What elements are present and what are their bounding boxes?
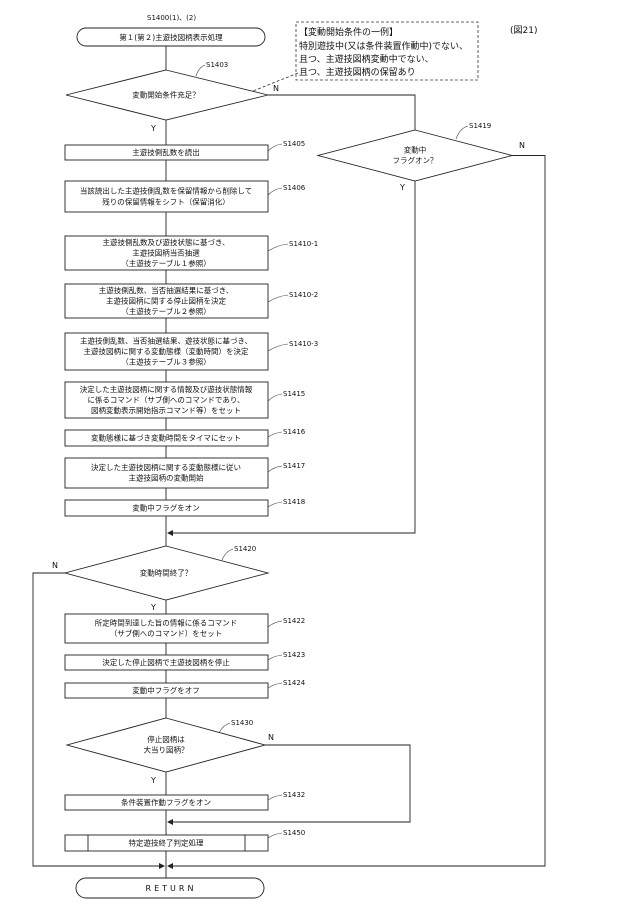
step-id-leader [268, 833, 282, 838]
process-s1415-label: 決定した主遊技図柄に関する情報及び遊技状態情報 [80, 384, 253, 394]
step-id-leader [268, 432, 282, 437]
process-s1417-label: 主遊技図柄の変動開始 [129, 473, 204, 483]
step-id-s1415: S1415 [283, 390, 305, 398]
step-id-s1430: S1430 [231, 719, 253, 727]
step-id-s1432: S1432 [283, 791, 305, 799]
process-s1417-label: 決定した主遊技図柄に関する変動態様に従い [91, 462, 241, 472]
process-s1432-label: 条件装置作動フラグをオン [121, 797, 211, 807]
decision-s1430-label: 大当り図柄？ [144, 745, 189, 755]
step-id-s1410-3: S1410-3 [289, 340, 318, 348]
step-id-s1403: S1403 [206, 61, 228, 69]
connector-s1403-no [268, 95, 415, 130]
step-id-s1406: S1406 [283, 184, 306, 192]
step-id-s1410-1: S1410-1 [289, 240, 318, 248]
step-id-s1424: S1424 [283, 679, 306, 687]
branch-yes-s1403: Y [150, 124, 156, 133]
condition-note-line: 且つ、主遊技図柄変動中でない、 [299, 53, 434, 65]
step-id-leader [219, 723, 230, 733]
branch-no-s1420: N [52, 561, 58, 570]
process-s1410-2-label: 主遊技図柄に関する停止図柄を決定 [106, 296, 226, 306]
branch-yes-s1420: Y [150, 603, 156, 612]
step-id-s1405: S1405 [283, 140, 305, 148]
process-s1416-label: 変動態様に基づき変動時間をタイマにセット [91, 433, 241, 443]
figure-number: (図21) [510, 25, 537, 36]
condition-note-title: 【変動開始条件の一例】 [299, 26, 398, 38]
step-id-s1418: S1418 [283, 498, 305, 506]
condition-note-line: 特別遊技中(又は条件装置作動中)でない、 [299, 40, 468, 52]
decision-s1420-label: 変動時間終了？ [140, 568, 193, 578]
process-s1415-label: に係るコマンド（サブ側へのコマンドであり、 [87, 395, 244, 405]
step-id-s1419: S1419 [469, 122, 491, 130]
decision-s1419-label: フラグオン？ [393, 155, 438, 165]
step-id-s1416: S1416 [283, 428, 306, 436]
step-id-leader [222, 549, 233, 560]
step-id-s1450: S1450 [283, 829, 305, 837]
start-step-id: S1400(1)、(2) [147, 14, 196, 22]
step-id-leader [268, 621, 282, 627]
process-s1410-3-label: 主遊技側乱数、当否抽選結果、遊技状態に基づき、 [80, 336, 252, 346]
step-id-s1410-2: S1410-2 [289, 291, 318, 299]
branch-no-s1419: N [519, 141, 525, 150]
process-s1405-label: 主遊技側乱数を読出 [132, 147, 200, 157]
branch-no-s1430: N [268, 733, 274, 742]
branch-yes-s1430: Y [150, 776, 156, 785]
step-id-leader [268, 394, 282, 401]
decision-s1419-label: 変動中 [404, 144, 427, 154]
process-s1410-3-label: （主遊技テーブル３参照） [121, 357, 211, 367]
start-terminal-label: 第１(第２)主遊技図柄表示処理 [119, 32, 223, 42]
process-s1422-label: 所定時間到達した旨の情報に係るコマンド [95, 618, 238, 628]
process-s1410-2-label: 主遊技側乱数、当否抽選結果に基づき、 [99, 285, 233, 295]
step-id-leader [196, 65, 205, 76]
step-id-s1422: S1422 [283, 617, 305, 625]
step-id-s1423: S1423 [283, 651, 305, 659]
process-s1410-1-label: 主遊技図柄当否抽選 [132, 248, 200, 258]
process-s1406-label: 当該読出した主遊技側乱数を保留情報から削除して [80, 186, 252, 196]
step-id-leader [456, 126, 468, 139]
branch-yes-s1419: Y [399, 183, 405, 192]
step-id-s1420: S1420 [234, 545, 256, 553]
decision-s1403-label: 変動開始条件充足？ [132, 90, 200, 100]
process-s1424-label: 変動中フラグをオフ [132, 685, 200, 695]
step-id-leader [268, 502, 282, 507]
process-s1410-1-label: 主遊技側乱数及び遊技状態に基づき、 [103, 237, 230, 247]
step-id-leader [268, 244, 288, 251]
step-id-leader [268, 188, 282, 195]
step-id-leader [268, 144, 282, 151]
return-terminal-label: RETURN [146, 884, 197, 893]
subroutine-s1450-label: 特定遊技終了判定処理 [129, 838, 204, 848]
decision-s1430-label: 停止図柄は [147, 734, 185, 744]
step-id-leader [268, 795, 282, 800]
step-id-leader [268, 466, 282, 472]
step-id-leader [268, 683, 282, 688]
process-s1418-label: 変動中フラグをオン [132, 503, 200, 513]
step-id-leader [268, 295, 288, 302]
process-s1423-label: 決定した停止図柄で主遊技図柄を停止 [102, 657, 230, 667]
step-id-leader [268, 344, 288, 351]
process-s1410-2-label: （主遊技テーブル２参照） [121, 306, 211, 316]
process-s1422-label: （サブ側へのコマンド）をセット [110, 628, 223, 638]
process-s1410-3-label: 主遊技図柄に関する変動態様（変動時間）を決定 [84, 346, 249, 356]
branch-no-s1403: N [273, 84, 279, 93]
step-id-s1417: S1417 [283, 462, 305, 470]
process-s1410-1-label: （主遊技テーブル１参照） [121, 258, 211, 268]
process-s1406-label: 残りの保留情報をシフト（保留消化） [102, 197, 230, 207]
process-s1415-label: 図柄変動表示開始指示コマンド等）をセット [91, 405, 241, 415]
condition-note-line: 且つ、主遊技図柄の保留あり [299, 66, 416, 78]
step-id-leader [268, 655, 282, 660]
